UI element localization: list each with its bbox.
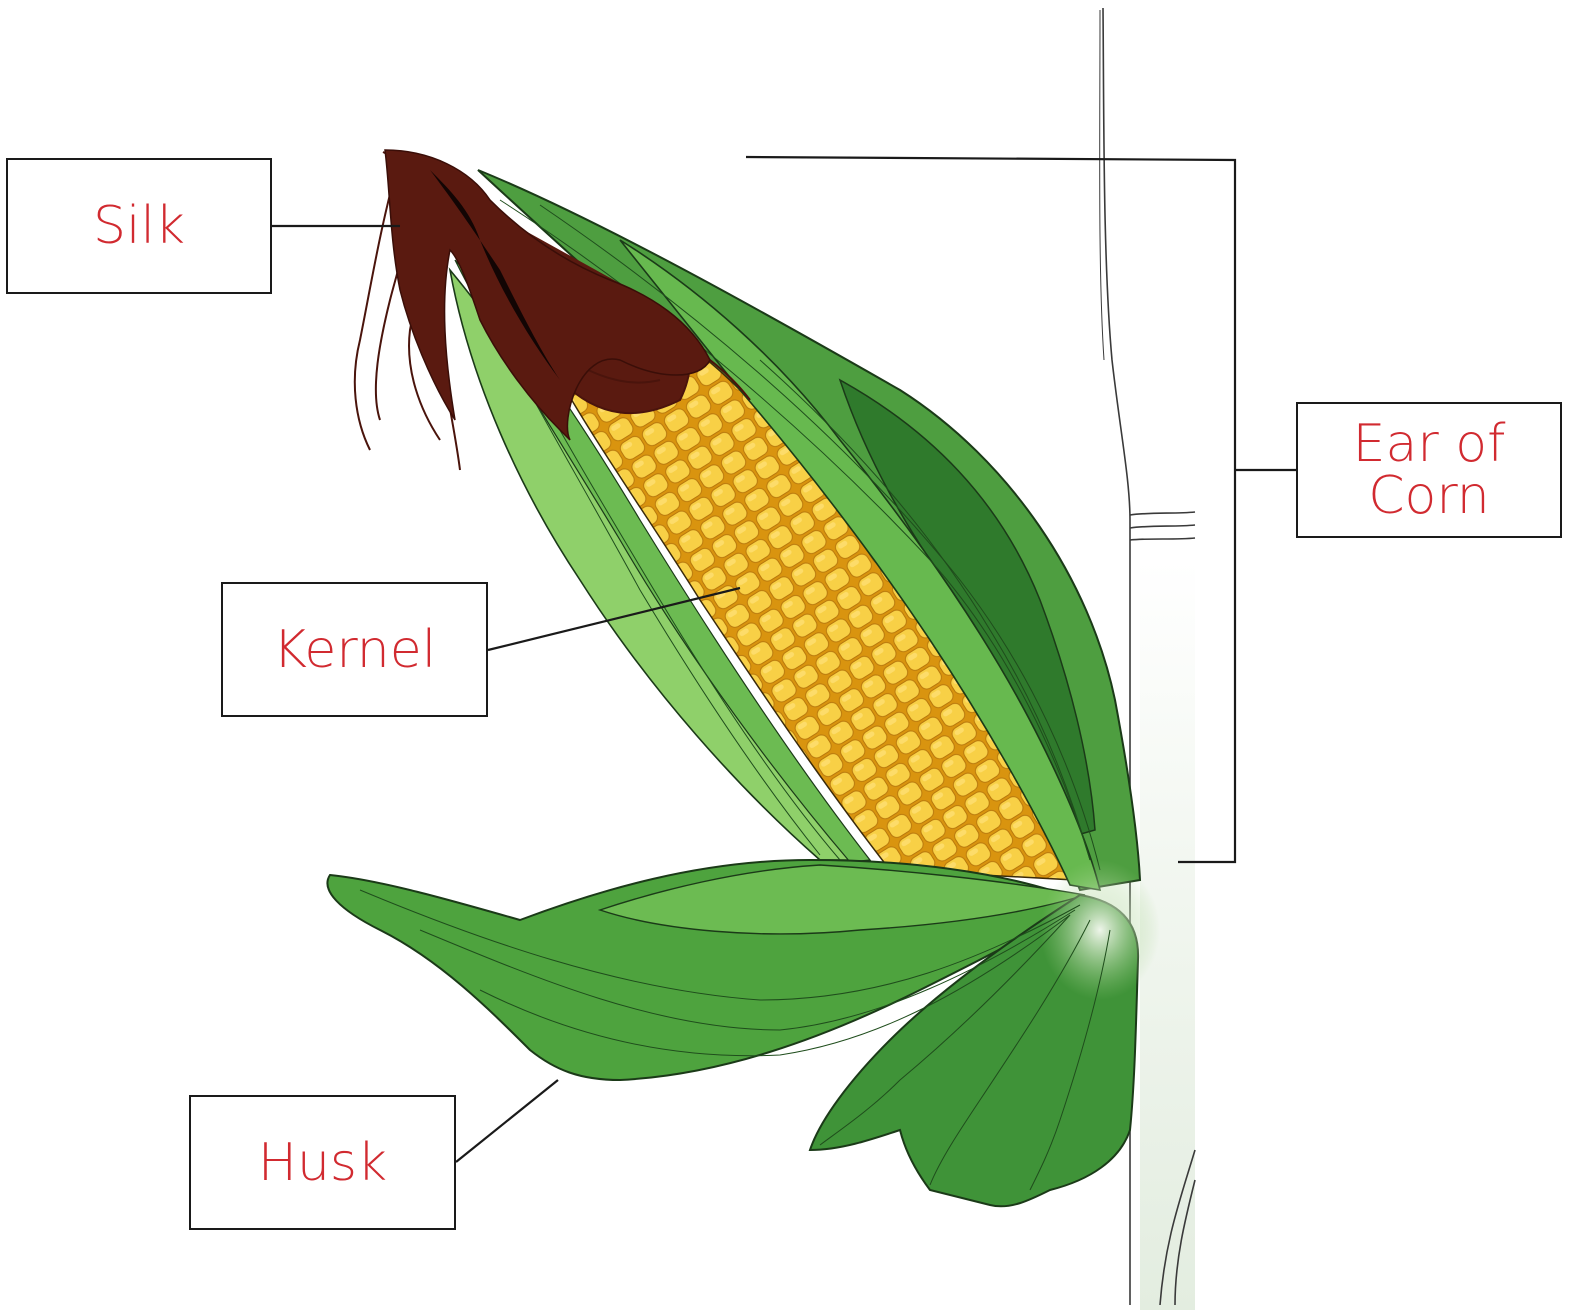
label-silk-text: Silk <box>93 200 185 252</box>
label-kernel-text: Kernel <box>273 624 436 676</box>
label-ear-of-corn-text: Ear of Corn <box>1353 418 1506 522</box>
label-silk: Silk <box>6 158 272 294</box>
label-husk-text: Husk <box>258 1137 387 1189</box>
label-ear-of-corn: Ear of Corn <box>1296 402 1562 538</box>
label-kernel: Kernel <box>221 582 488 717</box>
husk-leader <box>456 1080 558 1162</box>
label-husk: Husk <box>189 1095 456 1230</box>
